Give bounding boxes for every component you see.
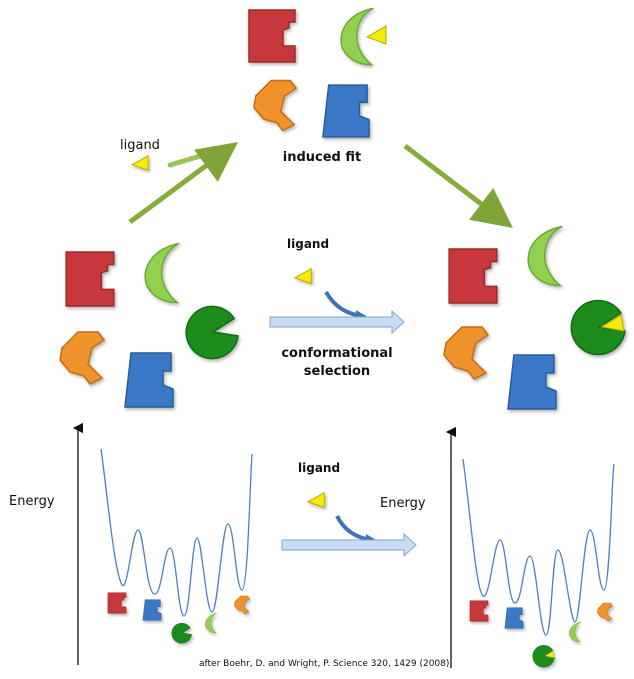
orange-conformer (253, 79, 297, 132)
well-red-conformer-right (469, 600, 489, 622)
ligand-icon-selection (294, 268, 312, 284)
induced-fit-label: induced fit (282, 150, 362, 165)
energy-axis-label-middle: Energy (380, 496, 426, 511)
bound-ligand-icon (365, 25, 387, 45)
well-dark-green-conformer-left (171, 623, 192, 644)
conformational-selection-label-2: selection (303, 364, 371, 379)
dark-green-conformer (185, 305, 239, 360)
energy-axis-label-left: Energy (9, 494, 55, 509)
well-blue-conformer-right (504, 607, 524, 629)
well-red-conformer-left (107, 592, 127, 614)
induced-fit-arrow-down (403, 144, 513, 229)
bound-ensemble (443, 225, 626, 410)
red-conformer (448, 248, 498, 304)
landscape-shift-arrow (281, 532, 417, 558)
unbound-ensemble (59, 242, 239, 408)
ligand-label-selection: ligand (287, 237, 330, 251)
blue-conformer (322, 84, 370, 138)
blue-conformer (124, 352, 174, 408)
citation: after Boehr, D. and Wright, P. Science 3… (199, 659, 450, 669)
well-light-green-conformer-right (569, 621, 582, 643)
well-blue-conformer-left (142, 599, 162, 621)
ligand-label-induced: ligand (120, 138, 160, 153)
ligand-label-energy: ligand (298, 461, 341, 475)
orange-conformer (443, 326, 489, 380)
well-dark-green-ligand-right (532, 645, 555, 668)
induced-fit-arrow-up (128, 142, 239, 225)
dark-green-conformer-with-ligand (570, 299, 626, 356)
induced-fit-group (248, 7, 387, 138)
orange-conformer (59, 331, 105, 385)
blue-conformer (507, 354, 557, 410)
well-orange-conformer-left (234, 595, 250, 615)
red-conformer (248, 9, 296, 63)
well-orange-conformer-right (597, 602, 613, 622)
energy-curve-right (462, 458, 615, 636)
red-conformer (65, 251, 115, 307)
energy-curve-left (100, 448, 253, 617)
ligand-icon-energy (307, 492, 325, 508)
conformational-selection-label-1: conformational (281, 346, 393, 361)
conformational-selection-arrow (269, 309, 405, 335)
ligand-icon-induced (131, 155, 149, 171)
well-light-green-conformer-left (205, 612, 218, 634)
crescent-with-ligand (340, 7, 387, 66)
light-green-conformer (144, 242, 180, 304)
light-green-conformer (527, 225, 563, 287)
